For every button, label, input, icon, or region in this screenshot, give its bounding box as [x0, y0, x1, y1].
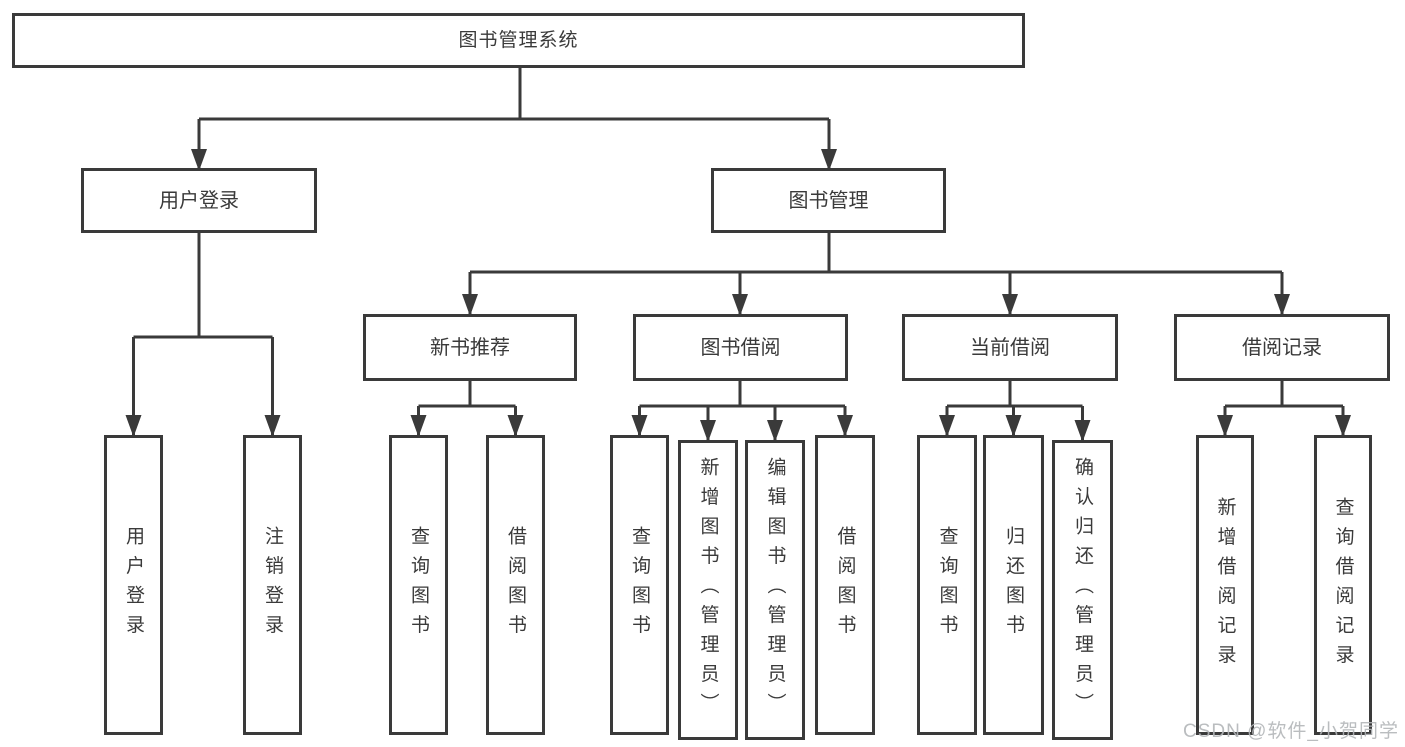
leaf-current-query-book: 查询图书: [917, 435, 977, 735]
connector-new-book-children: [410, 381, 524, 437]
leaf-current-confirm-return-admin: 确认归还（管理员）: [1052, 440, 1113, 740]
leaf-recommend-borrow-book: 借阅图书: [486, 435, 545, 735]
connector-user-login-children: [125, 233, 281, 437]
leaf-borrow-edit-book-admin: 编辑图书（管理员）: [745, 440, 805, 740]
node-borrow-record: 借阅记录: [1174, 314, 1390, 381]
connector-book-borrow-children: [631, 381, 853, 442]
connector-borrow-record-children: [1217, 381, 1351, 437]
node-current-borrow: 当前借阅: [902, 314, 1118, 381]
leaf-current-return-book: 归还图书: [983, 435, 1044, 735]
leaf-borrow-add-book-admin: 新增图书（管理员）: [678, 440, 738, 740]
connector-current-borrow-children: [939, 381, 1091, 442]
node-new-book-recommend: 新书推荐: [363, 314, 577, 381]
leaf-borrow-borrow-book: 借阅图书: [815, 435, 875, 735]
leaf-recommend-query-book: 查询图书: [389, 435, 448, 735]
node-book-management: 图书管理: [711, 168, 946, 233]
node-library-management-system: 图书管理系统: [12, 13, 1025, 68]
leaf-record-add-borrow-record: 新增借阅记录: [1196, 435, 1254, 735]
node-user-login: 用户登录: [81, 168, 317, 233]
csdn-watermark: CSDN @软件_小贺同学: [1183, 721, 1399, 742]
connector-book-mgmt-to-level3: [462, 233, 1290, 316]
leaf-logout-login: 注销登录: [243, 435, 302, 735]
node-book-borrow: 图书借阅: [633, 314, 848, 381]
leaf-user-login: 用户登录: [104, 435, 163, 735]
connector-root-to-level2: [191, 68, 837, 171]
leaf-borrow-query-book: 查询图书: [610, 435, 669, 735]
leaf-record-query-borrow-record: 查询借阅记录: [1314, 435, 1372, 735]
